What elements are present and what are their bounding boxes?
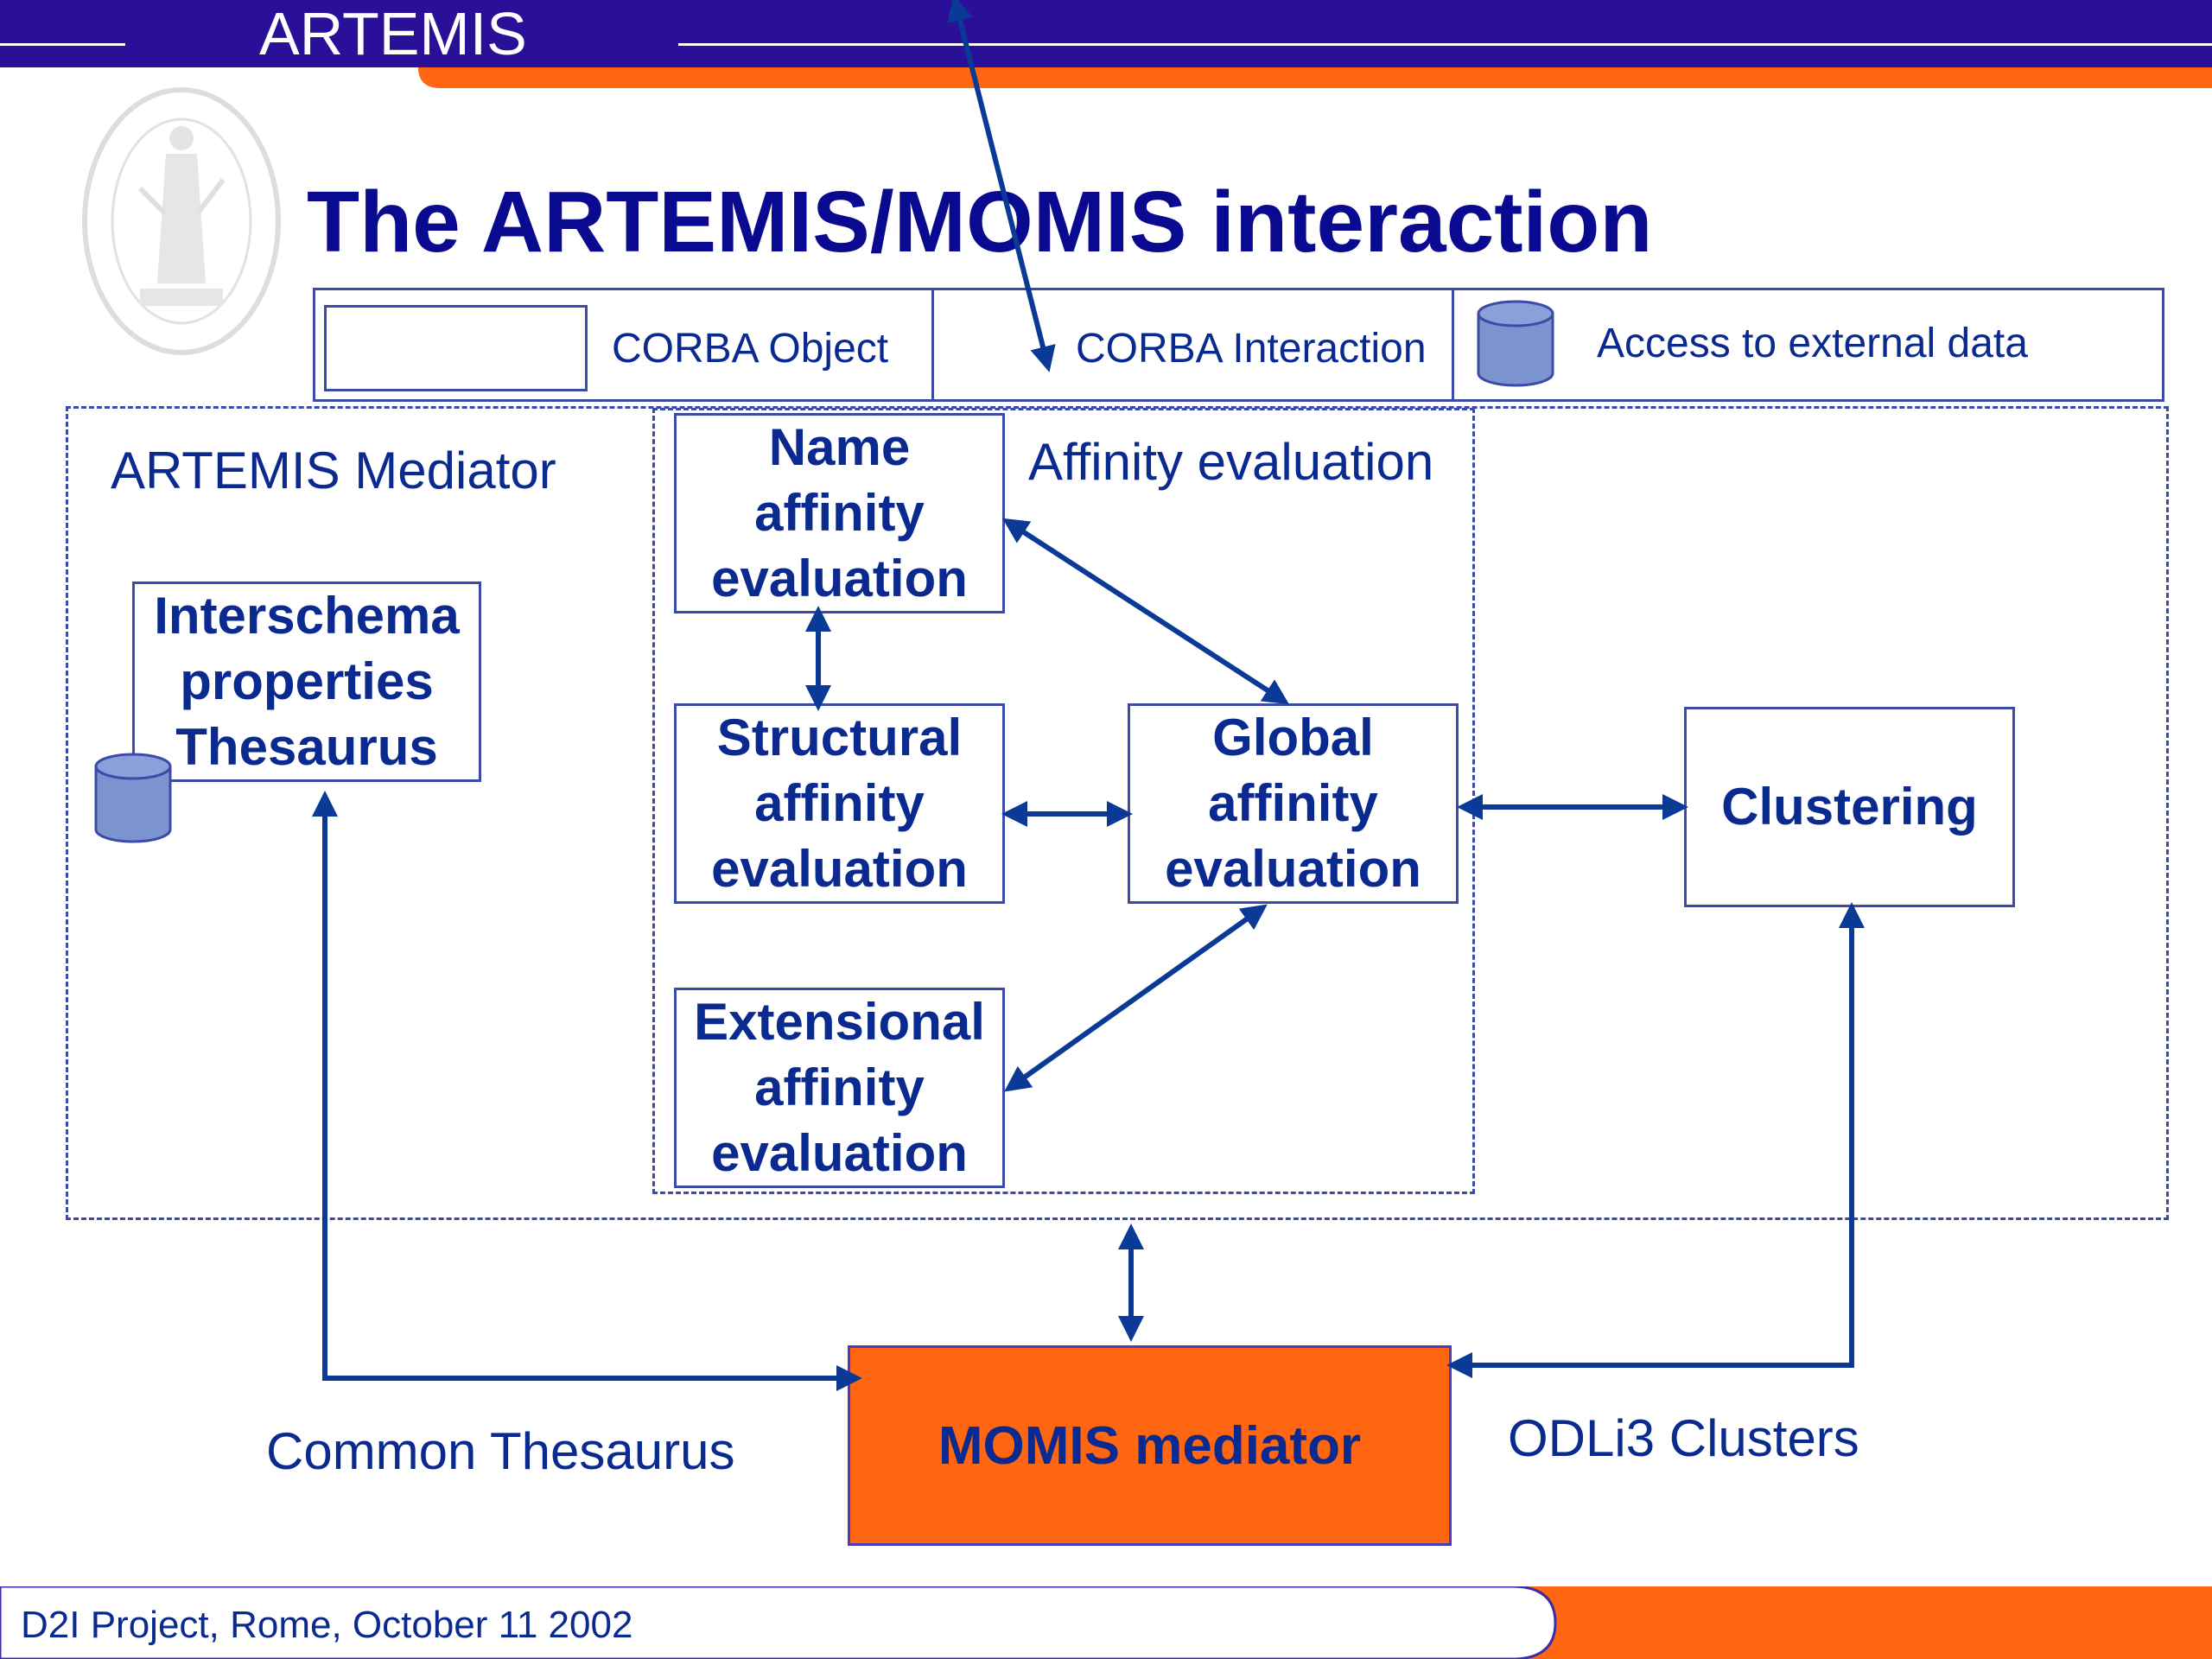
legend-cylinder-icon (1477, 300, 1554, 387)
momis-mediator-box: MOMIS mediator (848, 1345, 1452, 1546)
global-affinity-box: Global affinity evaluation (1128, 703, 1459, 904)
legend-interaction-arrow (947, 0, 1056, 372)
common-thesaurus-label: Common Thesaurus (266, 1422, 735, 1480)
header-line-right (678, 43, 2212, 46)
arrow-thesaurus-momis (312, 791, 862, 1391)
arrow-extensional-global (1004, 904, 1268, 1092)
header-brand: ARTEMIS (259, 0, 527, 67)
legend-object-label: CORBA Object (612, 326, 889, 372)
header-bar (0, 0, 2212, 67)
arrow-name-global (1001, 518, 1290, 705)
legend-external-label: Access to external data (1597, 321, 2028, 366)
arrow-momis-clustering (1446, 902, 1865, 1378)
thesaurus-box: Interschema properties Thesaurus (132, 582, 481, 782)
legend-separator (1452, 288, 1454, 402)
legend-panel (313, 288, 2164, 402)
artemis-mediator-region (66, 406, 2169, 1220)
name-affinity-box: Name affinity evaluation (674, 413, 1005, 613)
header-orange-band (418, 67, 2212, 88)
legend-interaction-label: CORBA Interaction (1076, 326, 1427, 372)
footer-bar (0, 1586, 2212, 1659)
legend-object-swatch (324, 305, 588, 391)
clustering-box: Clustering (1684, 707, 2015, 907)
artemis-mediator-label: ARTEMIS Mediator (111, 442, 556, 499)
legend-separator (931, 288, 934, 402)
university-seal-logo (82, 87, 281, 355)
footer-text: D2I Project, Rome, October 11 2002 (21, 1604, 633, 1646)
thesaurus-cylinder-icon (94, 753, 172, 843)
odli3-clusters-label: ODLi3 Clusters (1508, 1409, 1859, 1467)
header-line-left (0, 43, 125, 46)
affinity-evaluation-label: Affinity evaluation (1028, 433, 1434, 491)
